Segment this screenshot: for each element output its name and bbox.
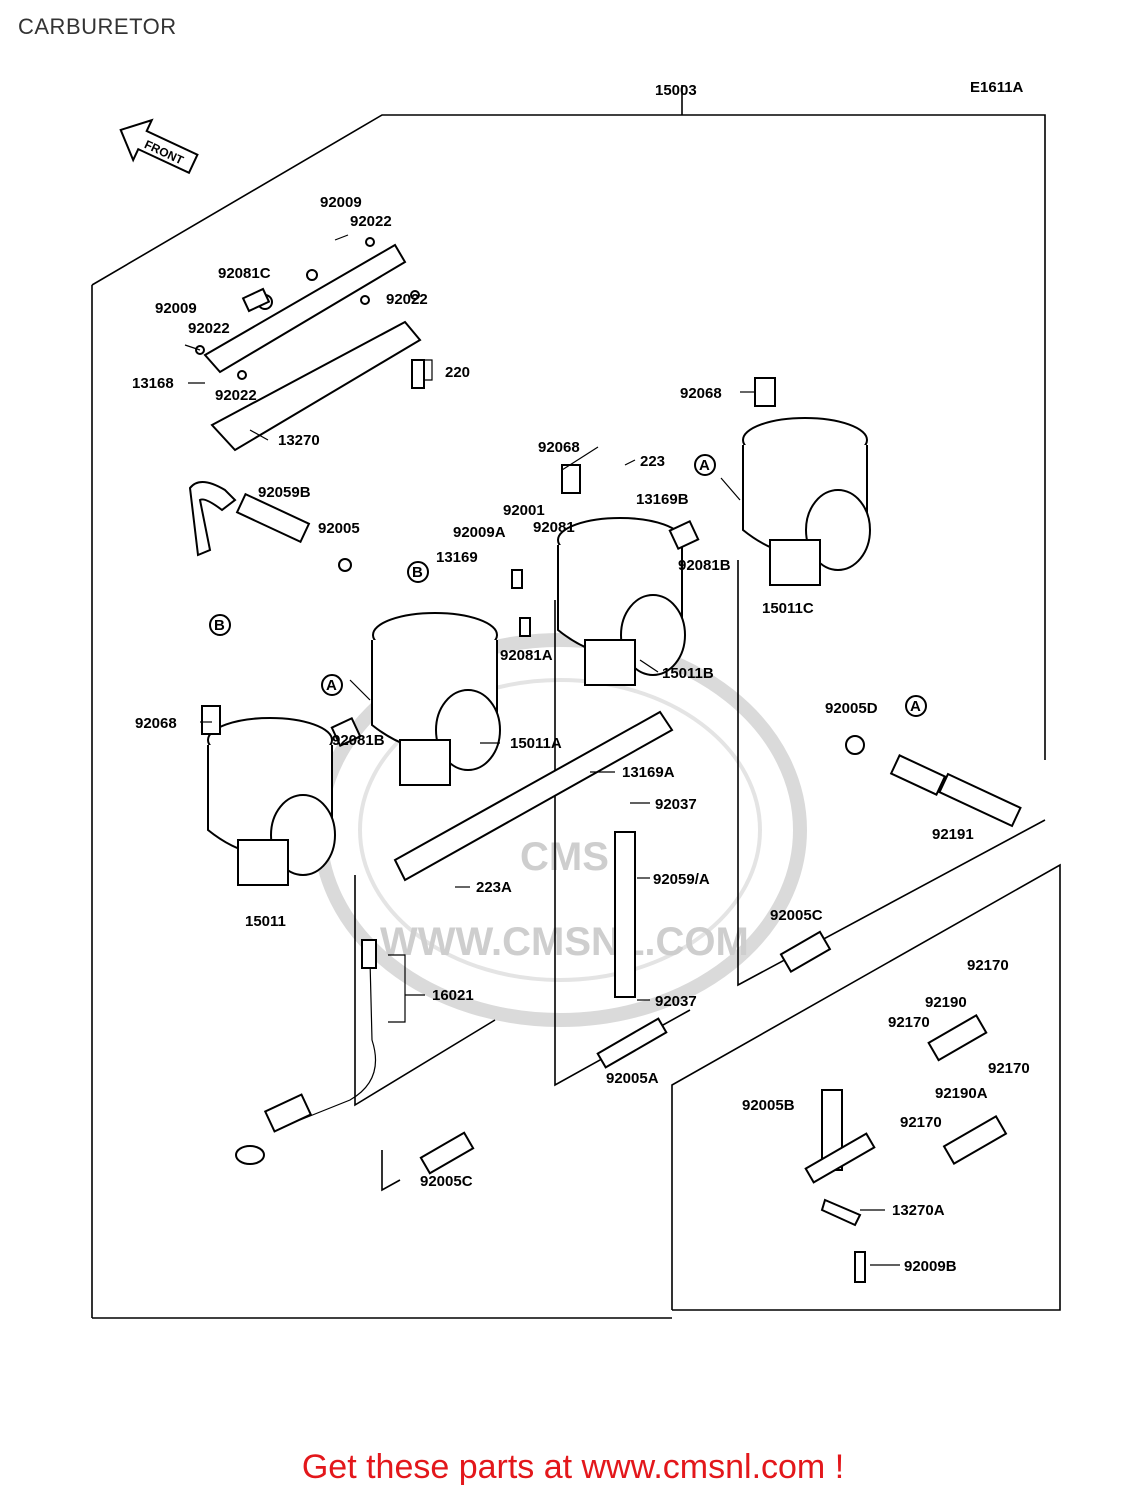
part-label: 92059/A <box>653 871 710 888</box>
carburetor-15011b <box>557 517 686 686</box>
part-label: 92009 <box>155 300 197 317</box>
part-label: 92170 <box>967 957 1009 974</box>
assembly-number: 15003 <box>655 82 697 99</box>
svg-text:B: B <box>214 617 225 634</box>
assembly-frame <box>91 85 1061 1319</box>
svg-text:A: A <box>326 677 337 694</box>
hoses <box>188 377 1022 1283</box>
part-label: 92068 <box>135 715 177 732</box>
part-label: 223A <box>476 879 512 896</box>
part-label: 92081C <box>218 265 271 282</box>
part-label: 92022 <box>350 213 392 230</box>
part-label: 92170 <box>900 1114 942 1131</box>
choke-cable-16021 <box>235 939 377 1165</box>
part-label: 92005C <box>420 1173 473 1190</box>
part-label: 16021 <box>432 987 474 1004</box>
part-label: 13168 <box>132 375 174 392</box>
part-label: 220 <box>445 364 470 381</box>
part-label: 92037 <box>655 796 697 813</box>
part-label: 13270A <box>892 1202 945 1219</box>
part-label: 13169A <box>622 764 675 781</box>
part-label: 92068 <box>538 439 580 456</box>
ref-markers: A A A B B <box>209 454 927 717</box>
throttle-linkage <box>184 234 425 452</box>
part-labels: 92009 92022 92081C 92022 92009 92022 131… <box>132 194 1030 1275</box>
svg-text:B: B <box>412 564 423 581</box>
part-label: 92009 <box>320 194 362 211</box>
part-label: 223 <box>640 453 665 470</box>
part-label: 92190A <box>935 1085 988 1102</box>
part-label: 92022 <box>215 387 257 404</box>
part-label: 92005C <box>770 907 823 924</box>
part-label: 92005D <box>825 700 878 717</box>
part-label: 92059B <box>258 484 311 501</box>
part-label: 92005B <box>742 1097 795 1114</box>
part-label: 92022 <box>188 320 230 337</box>
svg-text:A: A <box>699 457 710 474</box>
part-label: 92081B <box>332 732 385 749</box>
part-label: 13169 <box>436 549 478 566</box>
part-label: 15011C <box>762 600 814 617</box>
part-label: 92081 <box>533 519 575 536</box>
part-label: 92068 <box>680 385 722 402</box>
part-label: 13169B <box>636 491 689 508</box>
part-label: 92190 <box>925 994 967 1011</box>
leader-lines <box>188 359 900 1266</box>
part-label: 92009B <box>904 1258 957 1275</box>
watermark: CMS WWW.CMSNL.COM <box>313 633 807 1027</box>
part-label: 92005 <box>318 520 360 537</box>
diagram-code: E1611A <box>970 79 1024 96</box>
carburetor-15011c <box>742 417 871 586</box>
part-label: 15011 <box>245 913 286 930</box>
watermark-logo: CMS <box>520 835 609 879</box>
part-label: 92081A <box>500 647 553 664</box>
part-label: 92191 <box>932 826 974 843</box>
carburetor-15011 <box>207 717 336 886</box>
part-label: 92009A <box>453 524 506 541</box>
footer-link-text[interactable]: Get these parts at www.cmsnl.com ! <box>301 1448 845 1486</box>
part-label: 92170 <box>888 1014 930 1031</box>
part-label: 15011B <box>662 665 714 682</box>
part-label: 92037 <box>655 993 697 1010</box>
part-label: 92170 <box>988 1060 1030 1077</box>
carburetor-15011a <box>371 612 501 786</box>
svg-text:A: A <box>910 698 921 715</box>
front-arrow-icon: FRONT <box>119 118 199 175</box>
part-label: 13270 <box>278 432 320 449</box>
springs <box>241 287 700 748</box>
part-label: 92001 <box>503 502 545 519</box>
page-title: CARBURETOR <box>18 14 177 39</box>
part-label: 92005A <box>606 1070 659 1087</box>
part-label: 15011A <box>510 735 562 752</box>
part-label: 92022 <box>386 291 428 308</box>
exploded-parts-diagram: CMS WWW.CMSNL.COM FRONT <box>91 79 1061 1319</box>
gasket-13169a <box>393 710 674 882</box>
part-label: 92081B <box>678 557 731 574</box>
watermark-url: WWW.CMSNL.COM <box>380 920 749 964</box>
